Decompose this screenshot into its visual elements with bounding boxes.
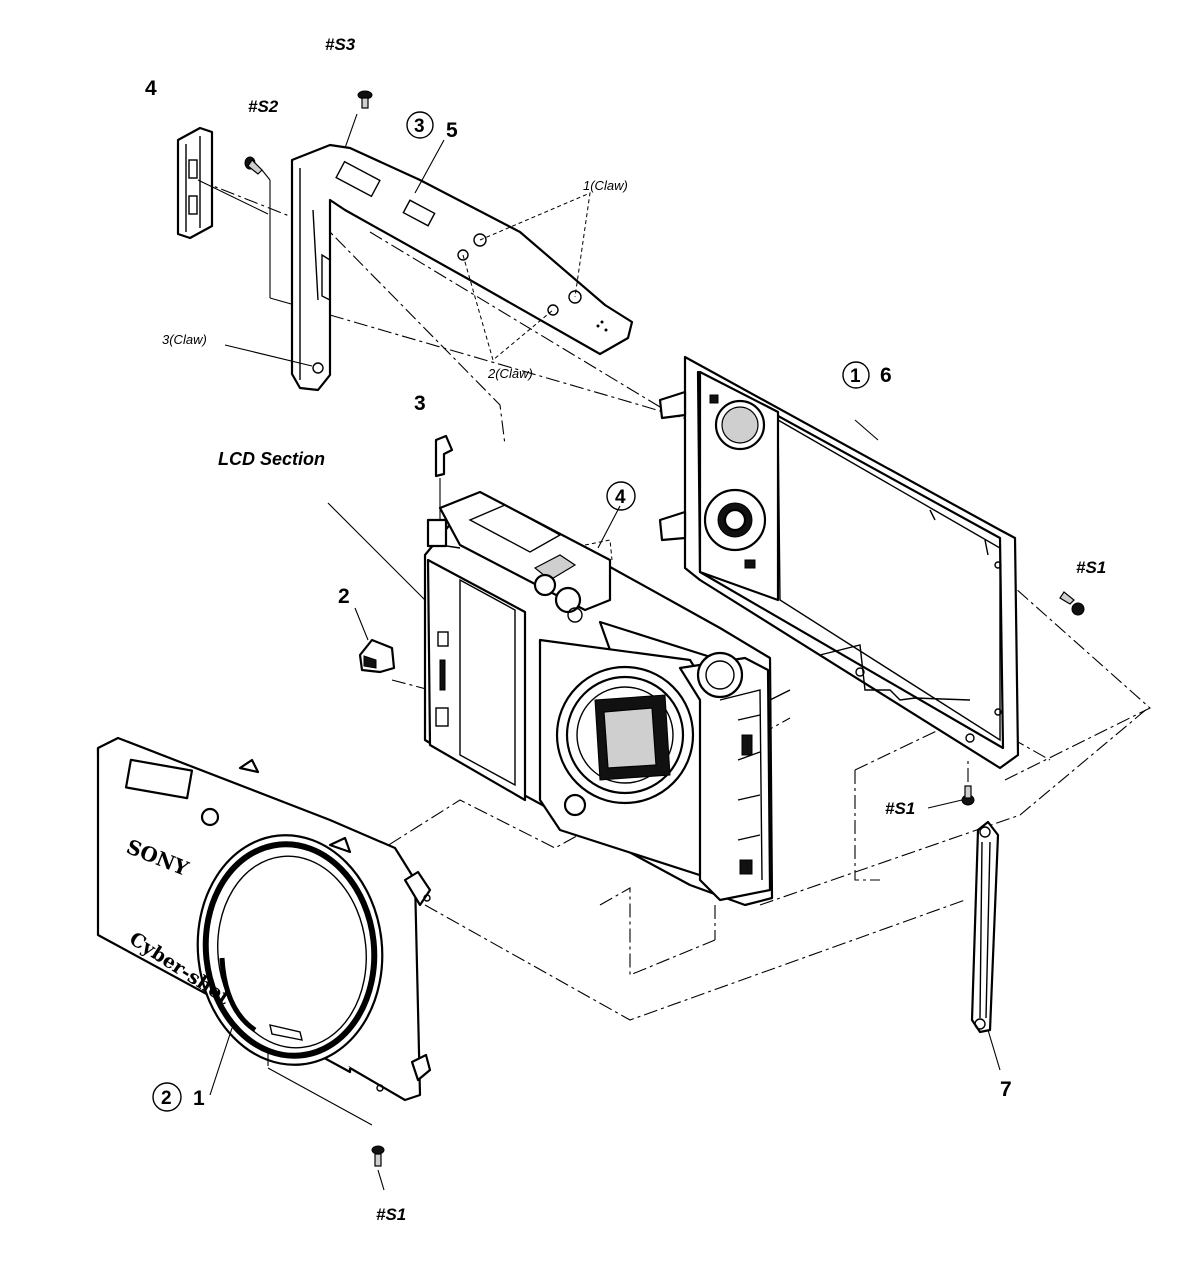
part-1-front-cover: SONY Cyber-shot [96, 736, 432, 1102]
label-claw-2: 2(Claw) [487, 366, 533, 381]
screw-s1-bottom [267, 1052, 385, 1191]
label-part-3: 3 [414, 392, 426, 415]
part-5-top-cover [290, 139, 634, 392]
label-claw-3: 3(Claw) [162, 332, 207, 347]
screw-s1-middle [927, 760, 975, 809]
part-7-side-strip [970, 820, 1001, 1071]
part-2-clip [354, 607, 396, 674]
part-4-side-cover [176, 126, 269, 240]
circle-4-marker [606, 481, 636, 511]
part-6-rear-cover [658, 355, 1020, 770]
label-lcd-section: LCD Section [218, 449, 325, 469]
label-circle-2: 2 [161, 1088, 172, 1109]
label-part-1: 1 [193, 1087, 205, 1110]
screw-s1-right [1059, 591, 1085, 616]
label-s1-middle: #S1 [885, 799, 915, 818]
label-s1-bottom: #S1 [376, 1205, 406, 1224]
label-circle-4: 4 [615, 487, 626, 508]
part-3-bracket [434, 434, 454, 520]
label-s1-right: #S1 [1076, 558, 1106, 577]
label-part-2: 2 [338, 585, 350, 608]
circle-1-marker [842, 361, 870, 389]
circle-3-marker [406, 111, 434, 139]
label-s2: #S2 [248, 97, 279, 116]
labels: #S3 #S2 4 3 5 1(Claw) 2(Claw) 3(Claw) 1 … [145, 35, 1106, 1224]
label-part-5: 5 [446, 119, 458, 142]
label-s3: #S3 [325, 35, 356, 54]
label-claw-1: 1(Claw) [583, 178, 628, 193]
label-part-6: 6 [880, 364, 892, 387]
main-body-lcd-section [327, 490, 791, 907]
circle-2-marker [152, 1082, 182, 1112]
label-circle-1: 1 [850, 366, 861, 387]
claw-leaders [224, 192, 591, 367]
label-part-7: 7 [1000, 1078, 1012, 1101]
label-circle-3: 3 [414, 116, 425, 137]
label-part-4: 4 [145, 77, 157, 100]
screw-s3 [344, 90, 373, 149]
